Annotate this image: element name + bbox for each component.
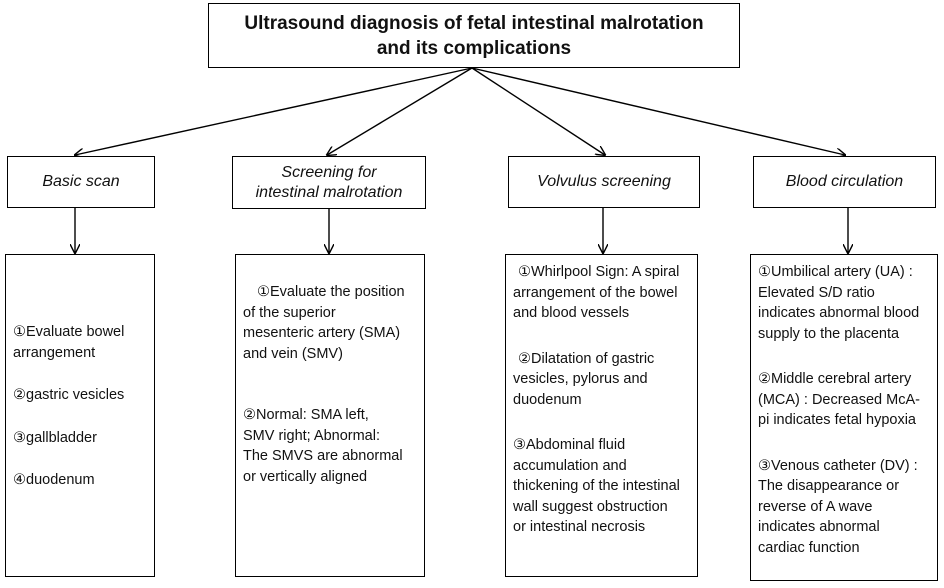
detail-item: ②Dilatation of gastric vesicles, pylorus…	[513, 350, 655, 408]
category-label: intestinal malrotation	[255, 183, 403, 201]
detail-item: ③Abdominal fluid accumulation and thicke…	[513, 437, 680, 535]
arrow-title-to-blood-circulation	[471, 67, 845, 155]
detail-item: ③gallbladder	[13, 429, 97, 446]
detail-item: ①Whirlpool Sign: A spiral arrangement of…	[513, 264, 680, 321]
detail-item: ②Middle cerebral artery (MCA) : Decrease…	[758, 371, 920, 428]
detail-item: ②gastric vesicles	[13, 387, 125, 403]
detail-box-malrotation: ①Evaluate the position of the superior m…	[235, 254, 425, 577]
category-label: Blood circulation	[785, 173, 904, 190]
category-blood-circulation: Blood circulation	[753, 156, 936, 208]
detail-item: ④duodenum	[13, 472, 95, 488]
detail-item: ①Evaluate the position	[257, 284, 405, 300]
title-line-1: Ultrasound diagnosis of fetal intestinal…	[244, 12, 704, 34]
detail-box-volvulus: ①Whirlpool Sign: A spiral arrangement of…	[505, 254, 698, 577]
title-line-2: and its complications	[376, 37, 572, 59]
arrow-title-to-volvulus	[471, 67, 605, 155]
detail-item: ①Umbilical artery (UA) : Elevated S/D ra…	[758, 264, 920, 342]
category-volvulus-screening: Volvulus screening	[508, 156, 700, 208]
category-basic-scan: Basic scan	[7, 156, 155, 208]
category-label: Volvulus screening	[537, 173, 671, 190]
arrow-title-to-malrotation	[327, 67, 473, 155]
detail-box-blood-circulation: ①Umbilical artery (UA) : Elevated S/D ra…	[750, 254, 938, 581]
title-box: Ultrasound diagnosis of fetal intestinal…	[208, 3, 740, 68]
arrow-title-to-basic-scan	[75, 67, 473, 155]
category-label: Screening for	[281, 163, 377, 181]
detail-item-continued: of the superior mesenteric artery (SMA) …	[243, 304, 401, 362]
detail-item: ②Normal: SMA left, SMV right; Abnormal: …	[243, 407, 403, 485]
category-label: Basic scan	[42, 173, 120, 190]
category-malrotation-screening: Screening for intestinal malrotation	[232, 156, 426, 209]
detail-item: ③Venous catheter (DV) : The disappearanc…	[758, 457, 918, 556]
